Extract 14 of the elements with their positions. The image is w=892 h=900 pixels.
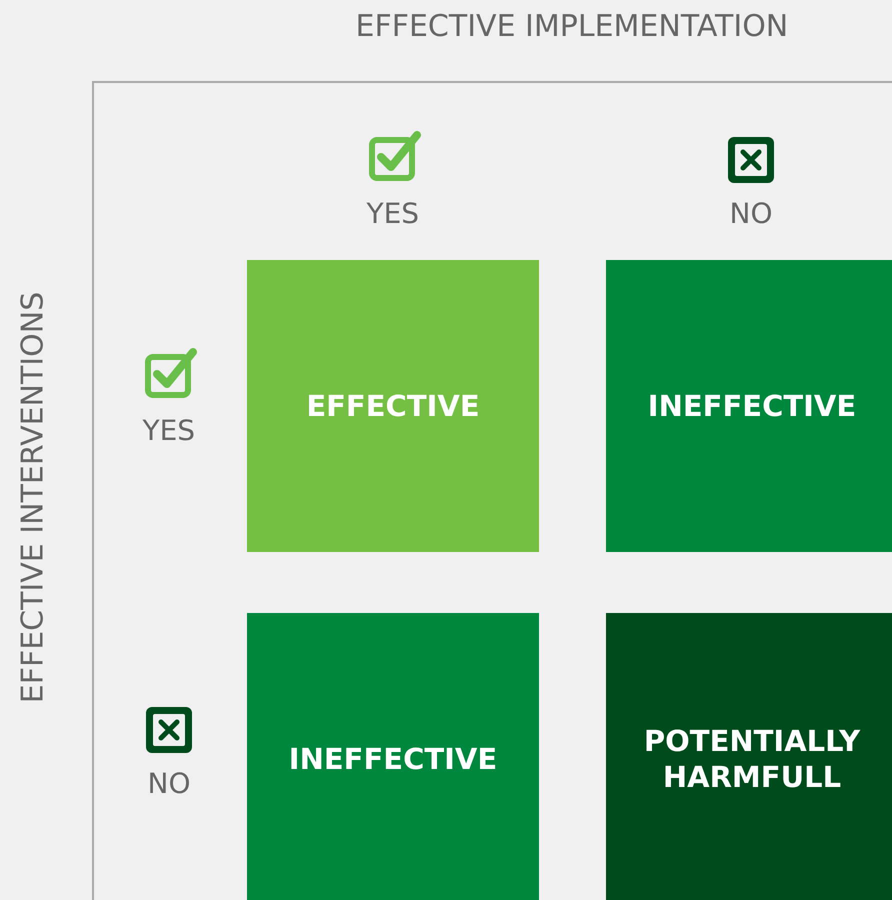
cell-label: EFFECTIVE bbox=[306, 388, 480, 424]
row-label: YES bbox=[142, 414, 196, 446]
cell-label: INEFFECTIVE bbox=[288, 741, 498, 777]
cell-label: POTENTIALLY HARMFULL bbox=[642, 723, 862, 795]
row-label: NO bbox=[148, 766, 190, 800]
cell-label: INEFFECTIVE bbox=[648, 388, 856, 424]
matrix-cell bbox=[247, 613, 539, 900]
matrix-cell bbox=[247, 260, 539, 552]
column-label: NO bbox=[730, 196, 772, 230]
axis-title: EFFECTIVE IMPLEMENTATION bbox=[356, 8, 788, 44]
matrix-cell bbox=[606, 613, 892, 900]
axis-title: EFFECTIVE INTERVENTIONS bbox=[15, 291, 50, 703]
matrix-cell bbox=[606, 260, 892, 552]
column-label: YES bbox=[366, 196, 420, 230]
